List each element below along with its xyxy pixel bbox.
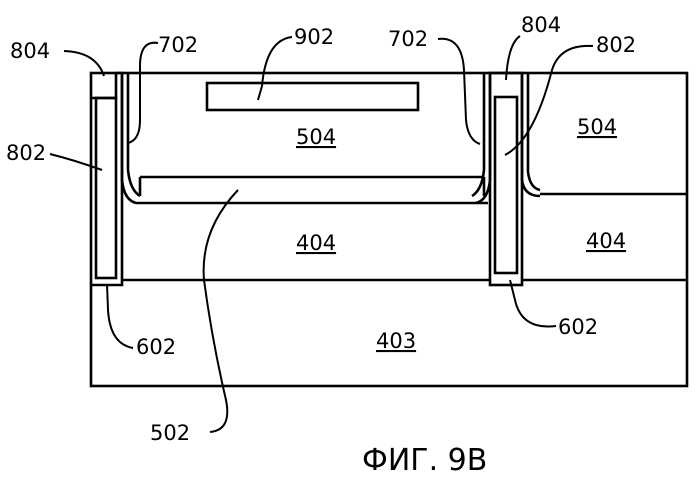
label-802-left: 802 xyxy=(6,141,46,165)
left-804-cap xyxy=(91,73,116,98)
right-trench-spacer-inner xyxy=(528,73,540,190)
right-trench-spacer xyxy=(522,73,540,196)
leader-902 xyxy=(258,37,292,100)
leader-702-left xyxy=(128,43,158,143)
label-404-right: 404 xyxy=(586,229,626,253)
label-602-right: 602 xyxy=(558,315,598,339)
left-802-fill xyxy=(96,98,116,278)
label-403: 403 xyxy=(376,329,416,353)
right-802-fill xyxy=(495,97,517,273)
label-802-right: 802 xyxy=(596,33,636,57)
label-602-left: 602 xyxy=(136,335,176,359)
label-804-right: 804 xyxy=(521,13,561,37)
label-504-right: 504 xyxy=(577,115,617,139)
gate-902 xyxy=(207,83,418,110)
label-702-right: 702 xyxy=(388,27,428,51)
leader-602-left xyxy=(107,284,133,348)
label-804-left: 804 xyxy=(10,39,50,63)
leader-502 xyxy=(204,190,238,432)
label-702-left: 702 xyxy=(158,33,198,57)
figure-caption: ФИГ. 9В xyxy=(362,443,487,478)
leader-802-left xyxy=(50,154,102,170)
label-404-center: 404 xyxy=(296,231,336,255)
label-902: 902 xyxy=(294,25,334,49)
leader-602-right xyxy=(510,280,556,327)
leader-702-right xyxy=(438,39,480,144)
label-502: 502 xyxy=(150,421,190,445)
label-504-center: 504 xyxy=(296,125,336,149)
